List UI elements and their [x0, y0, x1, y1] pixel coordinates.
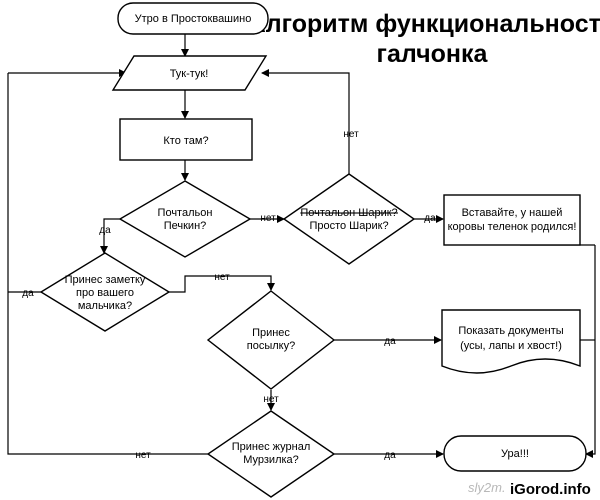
- node-sharik: [282, 173, 416, 265]
- watermark-left: sly2m.: [468, 480, 506, 495]
- watermark-right: iGorod.info: [510, 481, 591, 498]
- node-parcel-line1: Принес: [252, 327, 290, 339]
- node-who: [119, 118, 253, 161]
- edge-label-no-sharik-knock: нет: [343, 129, 359, 140]
- edge-label-no-note-parcel: нет: [214, 272, 230, 283]
- node-note-line1: Принес заметку: [65, 274, 146, 286]
- edge-label-yes-sharik-wakeup: да: [424, 213, 436, 224]
- edge-label-yes-note-loop: да: [22, 288, 34, 299]
- node-wakeup-line2: коровы теленок родился!: [448, 221, 577, 233]
- node-knock-label: Тук-тук!: [170, 68, 209, 80]
- node-documents-line1: Показать документы: [458, 325, 563, 337]
- edge-label-no-magazine-loop: нет: [135, 450, 151, 461]
- node-documents-line2: (усы, лапы и хвост!): [460, 340, 562, 352]
- node-postman: [118, 180, 252, 258]
- node-hooray-label: Ура!!!: [501, 448, 529, 460]
- diagram-title-line2: галчонка: [377, 40, 489, 68]
- node-who-label: Кто там?: [163, 135, 208, 147]
- node-parcel: [206, 290, 336, 390]
- node-documents: [441, 309, 581, 374]
- node-postman-line2: Печкин?: [164, 220, 207, 232]
- node-magazine-line2: Мурзилка?: [243, 454, 299, 466]
- edge-label-yes-postman-note: да: [99, 225, 111, 236]
- node-knock: [111, 55, 268, 91]
- edge-note-parcel: [169, 275, 275, 293]
- edge-right-hooray: [585, 245, 596, 458]
- node-hooray: [443, 435, 587, 472]
- node-magazine-line1: Принес журнал: [232, 441, 311, 453]
- node-start: [117, 2, 269, 35]
- edge-sharik-knock: [261, 69, 350, 174]
- edge-magazine-loop: [7, 73, 208, 455]
- node-start-label: Утро в Простоквашино: [135, 13, 252, 25]
- watermark-right-bg: [507, 478, 600, 498]
- node-magazine: [206, 410, 336, 498]
- edge-label-yes-parcel-documents: да: [384, 336, 396, 347]
- node-note: [39, 252, 171, 332]
- node-wakeup: [443, 194, 581, 246]
- diagram-title-line1: Алгоритм функциональности: [248, 10, 600, 38]
- edge-label-yes-magazine-hooray: да: [384, 450, 396, 461]
- node-sharik-line2: Просто Шарик?: [309, 220, 388, 232]
- edge-label-no-postman-sharik: нет: [260, 213, 276, 224]
- node-postman-line1: Почтальон: [158, 207, 213, 219]
- edge-postman-note: [100, 218, 120, 254]
- edge-label-no-parcel-magazine: нет: [263, 394, 279, 405]
- node-wakeup-line1: Вставайте, у нашей: [462, 207, 563, 219]
- node-note-line2: про вашего: [76, 287, 134, 299]
- node-parcel-line2: посылку?: [247, 340, 295, 352]
- node-note-line3: мальчика?: [78, 300, 132, 312]
